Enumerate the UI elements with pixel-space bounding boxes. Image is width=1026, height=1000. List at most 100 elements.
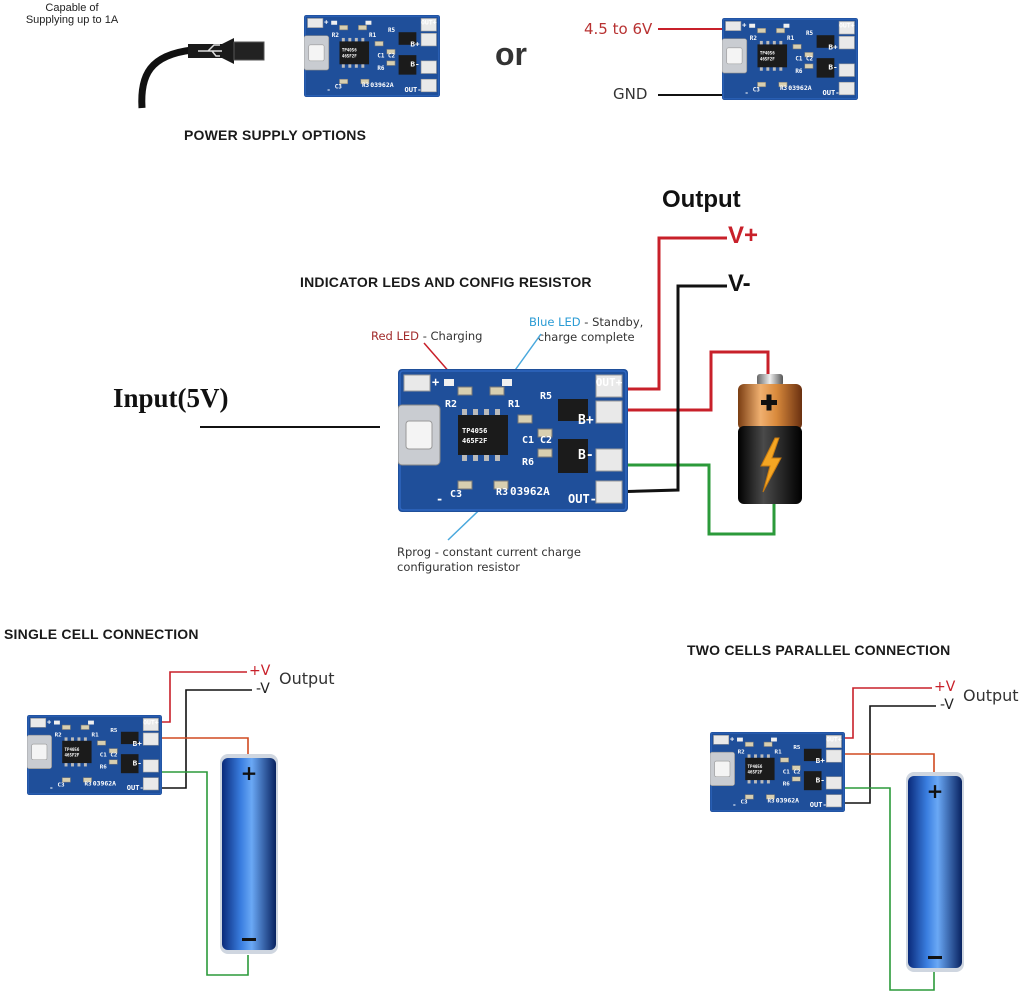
indicator-caption: INDICATOR LEDS AND CONFIG RESISTOR	[300, 274, 592, 290]
chip-line2: 465F2F	[342, 53, 357, 58]
vminus-wire	[609, 284, 727, 494]
label-minus: -	[436, 492, 443, 506]
label-b-minus: B-	[816, 776, 825, 785]
pad	[595, 448, 623, 472]
blue-led-desc: - Standby,	[580, 315, 644, 329]
label-r1: R1	[92, 732, 100, 738]
bplus-wire	[625, 350, 770, 412]
parallel-plusv: +V	[934, 679, 956, 695]
single-minusv: -V	[256, 681, 270, 697]
pad	[825, 749, 842, 763]
chip-line2: 465F2F	[462, 437, 487, 445]
mosfet	[803, 771, 822, 791]
label-c2: C2	[388, 53, 396, 59]
red-led-note: Red LED - Charging	[371, 329, 482, 343]
label-r6: R6	[522, 457, 534, 468]
label-b-plus: B+	[578, 413, 594, 428]
label-b-minus: B-	[828, 63, 837, 72]
chip-line1: TP4056	[342, 48, 357, 53]
label-c2: C2	[540, 435, 552, 446]
label-out-plus: OUT+	[143, 720, 159, 727]
label-c2: C2	[793, 769, 800, 775]
mosfet	[398, 55, 417, 75]
parallel-caption: TWO CELLS PARALLEL CONNECTION	[687, 642, 951, 658]
label-r6: R6	[783, 782, 791, 788]
bminus-wire	[625, 463, 776, 536]
label-c3: C3	[450, 489, 462, 500]
label-plus: +	[47, 719, 51, 727]
cylindrical-cell-icon-2: +	[906, 772, 964, 972]
label-out-minus: OUT-	[405, 86, 422, 94]
cylindrical-cell-icon: +	[220, 754, 278, 954]
chip-line2: 465F2F	[65, 752, 80, 757]
label-b-plus: B+	[133, 739, 143, 748]
label-r5: R5	[793, 745, 801, 751]
pad	[420, 33, 437, 47]
chip-line2: 465F2F	[760, 56, 775, 61]
input-line	[200, 426, 380, 428]
label-r2: R2	[332, 33, 340, 39]
power-wires	[658, 28, 728, 96]
usb-note-line1: Capable of	[45, 2, 99, 14]
label-r3: R3	[85, 782, 93, 788]
chip-line1: TP4056	[462, 427, 487, 435]
pad	[838, 36, 855, 50]
label-b-plus: B+	[410, 40, 420, 49]
red-led	[737, 737, 743, 742]
gnd-label: GND	[613, 85, 648, 103]
pad	[838, 81, 855, 96]
label-c1: C1	[377, 53, 385, 59]
red-led	[444, 379, 454, 386]
tp4056-chip	[339, 41, 370, 65]
label-out-minus: OUT-	[823, 89, 840, 97]
label-minus: -	[732, 801, 736, 809]
pad	[142, 732, 159, 746]
label-r2: R2	[738, 749, 745, 755]
red-led	[749, 23, 756, 28]
pad	[420, 78, 437, 93]
red-led	[331, 20, 338, 25]
mosfet	[816, 58, 835, 78]
chip-line1: TP4056	[748, 764, 763, 769]
label-b-plus: B+	[828, 43, 838, 52]
mosfet	[558, 439, 588, 473]
svg-text:+: +	[927, 779, 944, 803]
tp4056-chip	[458, 415, 508, 455]
chip-line1: TP4056	[760, 51, 775, 56]
red-led	[54, 720, 60, 725]
pad	[825, 776, 842, 790]
label-r2: R2	[445, 399, 457, 410]
usb-cable-icon	[138, 38, 265, 109]
label-b-plus: B+	[816, 756, 826, 765]
label-b-minus: B-	[410, 60, 419, 69]
label-c1: C1	[100, 752, 108, 758]
blue-led	[365, 20, 372, 25]
tp4056-chip	[62, 740, 92, 764]
label-out-minus: OUT-	[127, 784, 144, 792]
pad	[142, 718, 159, 731]
label-c1: C1	[522, 435, 534, 446]
label-out-plus: OUT+	[839, 22, 855, 30]
label-b-minus: B-	[578, 448, 594, 463]
input-label: Input(5V)	[113, 383, 229, 413]
label-out-plus: OUT+	[421, 19, 437, 27]
label-r5: R5	[540, 391, 552, 402]
label-out-minus: OUT-	[568, 492, 597, 506]
label-c2: C2	[806, 56, 814, 62]
label-r2: R2	[750, 36, 758, 42]
or-label: or	[495, 36, 527, 72]
pad	[403, 374, 431, 392]
rprog-line1: Rprog - constant current charge	[397, 545, 581, 559]
label-r1: R1	[508, 399, 520, 410]
label-out-minus: OUT-	[810, 801, 827, 809]
parallel-minusv: -V	[940, 697, 954, 713]
board-code: 03962A	[788, 84, 812, 92]
